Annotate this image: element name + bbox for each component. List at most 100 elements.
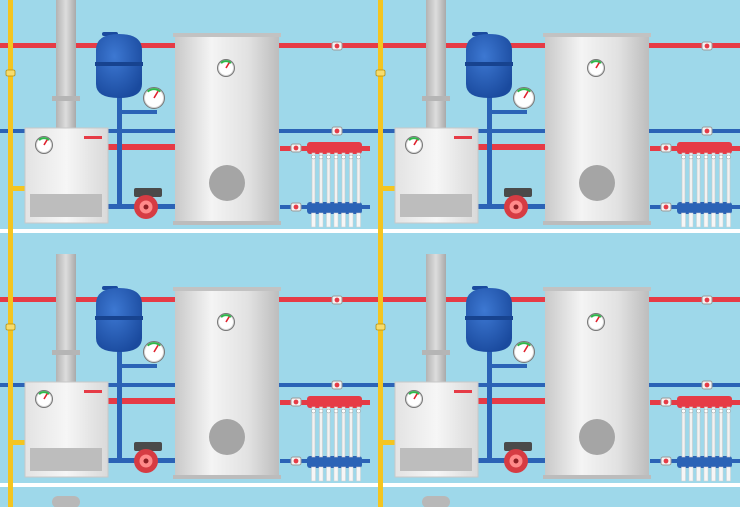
gas-boiler-icon (24, 127, 109, 224)
valve-handle (663, 458, 669, 464)
manifold-valve (326, 154, 331, 160)
manifold-outlet (326, 212, 331, 228)
gas-boiler-icon (394, 127, 479, 224)
hot-water-tank-icon (543, 287, 651, 479)
manifold-tube (319, 152, 323, 204)
manifold-icon (677, 142, 732, 228)
tank-base (543, 221, 651, 225)
gauge-needle (225, 316, 230, 323)
tank-top (543, 287, 651, 291)
gauge-needle (153, 90, 159, 99)
tile-content (370, 254, 740, 507)
expansion-tank-icon (465, 32, 513, 98)
boiler-indicator (84, 390, 102, 393)
hot-water-tank-icon (173, 33, 281, 225)
chimney-collar (422, 96, 450, 101)
boiler-panel (400, 448, 472, 471)
manifold-tube (319, 406, 323, 458)
manifold-valve (711, 154, 716, 160)
manifold-tube (311, 152, 316, 204)
manifold-outlet (688, 212, 694, 228)
manifold-valve (718, 408, 724, 414)
circulation-pump-icon (134, 442, 162, 473)
gauge-needle (595, 62, 600, 69)
hot-water-tank-icon (543, 33, 651, 225)
manifold-cold (677, 202, 732, 214)
pressure-gauge-icon (405, 136, 423, 154)
manifold-tube (719, 152, 723, 204)
valve-icon (331, 295, 343, 305)
manifold-valve (326, 408, 331, 414)
circulation-pump-icon (134, 188, 162, 219)
gas-coupling (375, 323, 386, 331)
pump-top (134, 188, 162, 197)
tile-bottom-right (370, 254, 740, 507)
gas-feed (8, 186, 25, 191)
cold-pipe-riser (117, 90, 122, 205)
tile-content (370, 0, 740, 254)
valve-icon (701, 380, 713, 390)
manifold-valve (341, 408, 346, 414)
boiler-indicator (84, 136, 102, 139)
pump-hub (143, 204, 149, 210)
manifold-hot (677, 396, 732, 408)
manifold-valve (681, 154, 686, 160)
valve-icon (660, 202, 672, 212)
tank-base (543, 475, 651, 479)
manifold-tube (341, 152, 346, 204)
manifold-icon (307, 142, 362, 228)
valve-handle (663, 145, 669, 151)
manifold-tube (704, 152, 708, 204)
gauge-green-arc (220, 314, 232, 318)
gauge-needle (413, 139, 418, 146)
tank-top (173, 33, 281, 37)
chimney-icon (56, 254, 76, 382)
manifold-valve (703, 408, 709, 414)
gas-pipe (378, 254, 383, 507)
manifold-tube (334, 152, 338, 204)
manifold-outlet (696, 212, 701, 228)
manifold-valve (726, 408, 731, 414)
manifold-cold (307, 202, 362, 214)
tile-content (0, 254, 370, 507)
manifold-icon (307, 396, 362, 482)
manifold-outlet (703, 212, 709, 228)
valve-handle (293, 399, 299, 405)
valve-handle (293, 458, 299, 464)
pump-top (504, 188, 532, 197)
gauge-branch (487, 110, 527, 114)
tank-top (173, 287, 281, 291)
exp-band (465, 62, 513, 66)
gas-pipe (378, 0, 383, 254)
gauge-needle (413, 393, 418, 400)
gauge-branch (487, 364, 527, 368)
manifold-outlet (718, 466, 724, 482)
tank-window (579, 165, 615, 201)
expansion-tank-icon (465, 286, 513, 352)
pressure-gauge-icon (143, 87, 165, 109)
manifold-outlet (311, 212, 316, 228)
manifold-valve (333, 408, 339, 414)
chimney-icon (52, 496, 80, 507)
valve-handle (334, 43, 340, 49)
pump-top (504, 442, 532, 451)
tile-top-right (370, 0, 740, 254)
boiler-indicator (454, 136, 472, 139)
manifold-valve (718, 154, 724, 160)
manifold-valve (688, 154, 694, 160)
manifold-valve (333, 154, 339, 160)
boiler-panel (400, 194, 472, 217)
manifold-tube (356, 406, 361, 458)
gauge-branch (117, 364, 157, 368)
gauge-green-arc (517, 342, 531, 347)
manifold-outlet (703, 466, 709, 482)
manifold-tube (719, 406, 723, 458)
circulation-pump-icon (504, 442, 532, 473)
manifold-valve (356, 408, 361, 414)
pressure-gauge-icon (217, 59, 235, 77)
manifold-outlet (696, 466, 701, 482)
manifold-outlet (711, 466, 716, 482)
chimney-collar (422, 350, 450, 355)
manifold-tube (311, 406, 316, 458)
